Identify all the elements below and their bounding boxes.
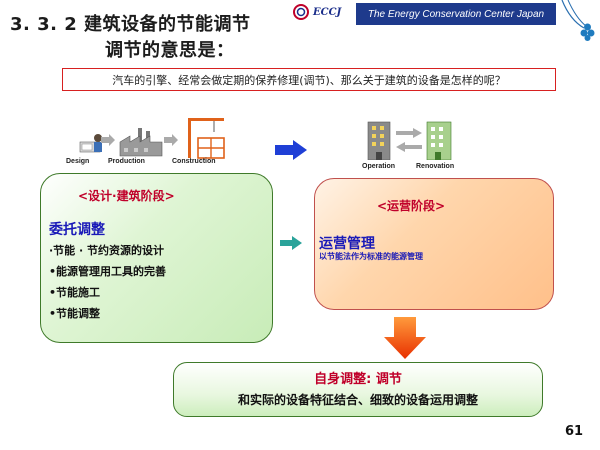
design-stage-heading: <设计·建筑阶段> [78, 189, 175, 203]
stage-label-renovation: Renovation [416, 163, 455, 170]
slide-subtitle: 调节的意思是： [105, 40, 235, 61]
logo-text: ECCJ [313, 6, 342, 18]
arrow-right-small-icon [101, 134, 115, 146]
stage-label-production: Production [108, 158, 145, 165]
arrow-down-icon [384, 317, 426, 359]
renovated-building-icon [426, 121, 452, 160]
crane-icon [188, 118, 225, 159]
page-number: 61 [565, 424, 584, 439]
operation-stage-box: <运营阶段> 运营管理 以节能法作为标准的能源管理 [314, 178, 554, 310]
clover-icon [561, 0, 595, 41]
arrow-right-teal-icon [280, 236, 302, 250]
stage-label-construction: Construction [172, 158, 216, 165]
eccj-logo-icon [293, 4, 309, 20]
question-box: 汽车的引擎、经常会做定期的保养修理(调节)、那么关于建筑的设备是怎样的呢？ [62, 68, 556, 91]
list-item: ·节能 · 节约资源的设计 [49, 244, 165, 257]
operation-note: 以节能法作为标准的能源管理 [319, 252, 423, 261]
list-item: •节能调整 [49, 307, 101, 320]
self-adjustment-heading: 自身调整: 调节 [314, 372, 402, 387]
self-adjustment-box: 自身调整: 调节 和实际的设备特征结合、细致的设备运用调整 [173, 362, 543, 417]
eccj-logo: ECCJ [293, 4, 341, 20]
self-adjustment-text: 和实际的设备特征结合、细致的设备运用调整 [237, 393, 478, 407]
design-item-list: ·节能 · 节约资源的设计 •能源管理用工具的完善 •节能施工 •节能调整 [49, 240, 166, 324]
building-icon [367, 121, 391, 160]
designer-icon [79, 134, 102, 153]
stage-label-design: Design [66, 158, 90, 165]
design-construction-box: <设计·建筑阶段> 委托调整 ·节能 · 节约资源的设计 •能源管理用工具的完善… [40, 173, 273, 343]
arrow-right-small-icon [164, 134, 178, 146]
list-item: •节能施工 [49, 286, 101, 299]
operation-stage-heading: <运营阶段> [377, 199, 446, 213]
list-item: •能源管理用工具的完善 [49, 265, 167, 278]
commissioning-title: 委托调整 [49, 222, 105, 238]
header-banner: The Energy Conservation Center Japan [356, 3, 556, 25]
operation-management-title: 运营管理 [319, 236, 375, 252]
cycle-arrows-icon [396, 128, 422, 152]
stage-label-operation: Operation [362, 163, 396, 170]
arrow-right-icon [275, 140, 307, 160]
factory-icon [119, 128, 163, 157]
slide-title: 3. 3. 2 建筑设备的节能调节 [10, 14, 251, 35]
